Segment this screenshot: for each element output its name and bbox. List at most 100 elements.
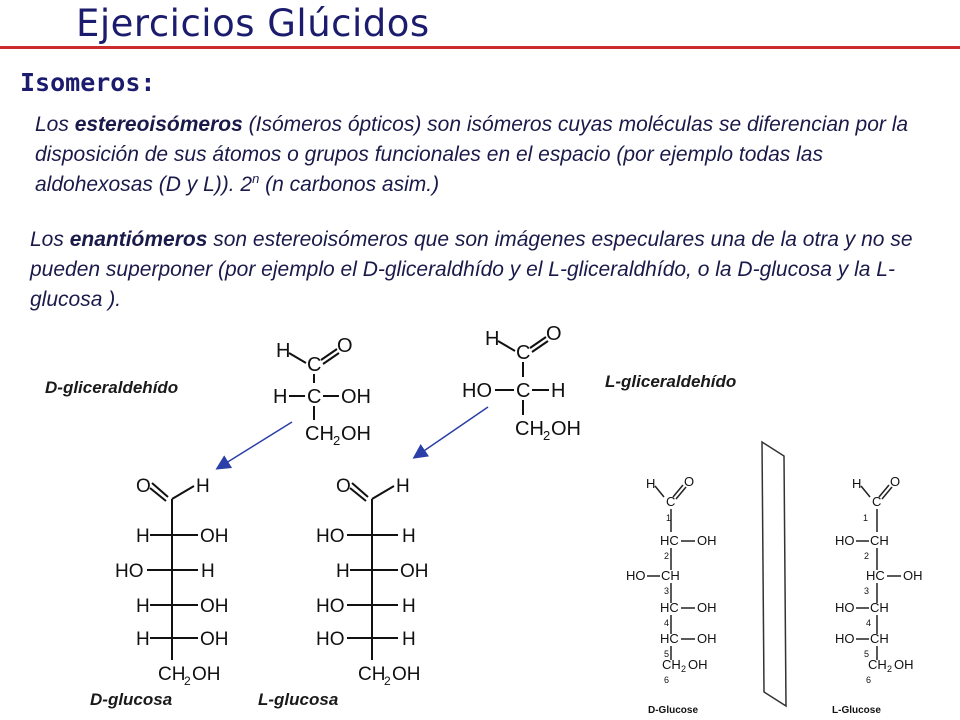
svg-text:HO: HO <box>115 561 144 582</box>
svg-text:CH: CH <box>870 600 889 615</box>
svg-text:HO: HO <box>626 568 646 583</box>
svg-text:OH: OH <box>200 596 229 617</box>
svg-text:H: H <box>485 328 499 350</box>
svg-text:C: C <box>516 380 530 402</box>
svg-text:CH: CH <box>158 664 185 685</box>
l-glucose-fischer: O H HO H H OH HO H HO H CH 2 OH <box>316 476 429 688</box>
d-glucose-fischer: O H H OH HO H H OH H OH CH 2 OH <box>115 476 229 688</box>
svg-text:CH: CH <box>305 423 334 445</box>
svg-text:2: 2 <box>184 674 191 688</box>
label-d-glucose: D-glucosa <box>90 690 173 709</box>
svg-text:OH: OH <box>903 568 923 583</box>
svg-text:H: H <box>276 340 290 362</box>
svg-text:2: 2 <box>543 428 550 443</box>
svg-text:4: 4 <box>866 618 871 628</box>
svg-text:C: C <box>666 494 675 509</box>
svg-text:3: 3 <box>664 586 669 596</box>
svg-text:CH: CH <box>868 657 887 672</box>
l-glyceraldehyde-structure: H O C HO C H CH 2 OH <box>462 323 581 443</box>
svg-text:OH: OH <box>697 600 717 615</box>
svg-text:1: 1 <box>666 513 671 523</box>
svg-text:6: 6 <box>866 675 871 685</box>
svg-text:H: H <box>402 596 416 617</box>
svg-text:OH: OH <box>341 423 371 445</box>
d-glucose-photo-structure: H O C 1 HC OH 2 HO CH 3 HC OH 4 HC OH 5 … <box>626 474 717 716</box>
svg-text:H: H <box>196 476 210 497</box>
svg-text:H: H <box>551 380 565 402</box>
svg-text:OH: OH <box>894 657 914 672</box>
svg-text:2: 2 <box>384 674 391 688</box>
p2-text-post: son estereoisómeros que son imágenes esp… <box>30 228 913 311</box>
svg-text:H: H <box>136 629 150 650</box>
svg-text:3: 3 <box>864 586 869 596</box>
svg-text:H: H <box>336 561 350 582</box>
d-glyceraldehyde-structure: H O C H C OH CH 2 OH <box>273 335 371 448</box>
label-d-glyceraldehyde: D-gliceraldehído <box>45 378 179 397</box>
l-glucose-photo-label: L-Glucose <box>832 705 881 716</box>
mirror-plane <box>761 440 787 708</box>
svg-text:4: 4 <box>664 618 669 628</box>
arrow-to-l-glucose <box>412 406 489 459</box>
svg-text:5: 5 <box>864 649 869 659</box>
svg-text:CH: CH <box>662 657 681 672</box>
svg-text:H: H <box>201 561 215 582</box>
svg-text:CH: CH <box>870 631 889 646</box>
svg-text:6: 6 <box>664 675 669 685</box>
svg-text:H: H <box>402 629 416 650</box>
p1-text-tail: (n carbonos asim.) <box>259 173 440 196</box>
svg-text:C: C <box>307 386 321 408</box>
svg-text:H: H <box>273 386 287 408</box>
svg-text:HO: HO <box>835 631 855 646</box>
svg-text:H: H <box>136 596 150 617</box>
svg-text:C: C <box>872 494 881 509</box>
svg-text:OH: OH <box>697 533 717 548</box>
svg-text:1: 1 <box>863 513 868 523</box>
svg-text:C: C <box>516 342 530 364</box>
svg-text:H: H <box>136 526 150 547</box>
svg-text:HO: HO <box>316 596 345 617</box>
svg-text:2: 2 <box>664 551 669 561</box>
svg-text:OH: OH <box>400 561 429 582</box>
d-glucose-photo-label: D-Glucose <box>648 705 698 716</box>
slide-title: Ejercicios Glúcidos <box>76 2 430 45</box>
svg-text:OH: OH <box>192 664 221 685</box>
svg-text:HO: HO <box>316 629 345 650</box>
title-divider <box>0 46 960 49</box>
p1-text-post: (Isómeros ópticos) son isómeros cuyas mo… <box>35 113 909 196</box>
p2-term: enantiómeros <box>69 228 208 251</box>
svg-text:OH: OH <box>697 631 717 646</box>
svg-text:OH: OH <box>200 526 229 547</box>
svg-text:HC: HC <box>660 631 679 646</box>
svg-text:HO: HO <box>835 533 855 548</box>
paragraph-enantiomers: Los enantiómeros son estereoisómeros que… <box>30 225 940 315</box>
svg-text:O: O <box>890 474 900 489</box>
svg-text:O: O <box>546 323 562 345</box>
l-glucose-photo-structure: H O C 1 HO CH 2 HC OH 3 HO CH 4 HO CH 5 … <box>832 474 923 716</box>
svg-text:CH: CH <box>358 664 385 685</box>
svg-text:HO: HO <box>316 526 345 547</box>
arrow-to-d-glucose <box>215 421 293 470</box>
svg-text:2: 2 <box>864 551 869 561</box>
svg-text:OH: OH <box>551 418 581 440</box>
svg-text:O: O <box>337 335 353 357</box>
svg-text:5: 5 <box>664 649 669 659</box>
svg-text:CH: CH <box>515 418 544 440</box>
p1-superscript: n <box>252 171 260 186</box>
svg-text:CH: CH <box>870 533 889 548</box>
svg-text:O: O <box>336 476 351 497</box>
svg-text:H: H <box>402 526 416 547</box>
paragraph-stereoisomers: Los estereoisómeros (Isómeros ópticos) s… <box>35 110 945 200</box>
label-l-glucose: L-glucosa <box>258 690 339 709</box>
svg-text:CH: CH <box>661 568 680 583</box>
svg-text:H: H <box>852 476 861 491</box>
label-l-glyceraldehyde: L-gliceraldehído <box>605 372 737 391</box>
svg-text:HO: HO <box>835 600 855 615</box>
svg-text:OH: OH <box>341 386 371 408</box>
svg-text:C: C <box>307 354 321 376</box>
p2-text-pre: Los <box>30 228 70 251</box>
svg-text:HO: HO <box>462 380 492 402</box>
svg-text:HC: HC <box>866 568 885 583</box>
svg-text:OH: OH <box>392 664 421 685</box>
svg-text:2: 2 <box>681 664 686 674</box>
